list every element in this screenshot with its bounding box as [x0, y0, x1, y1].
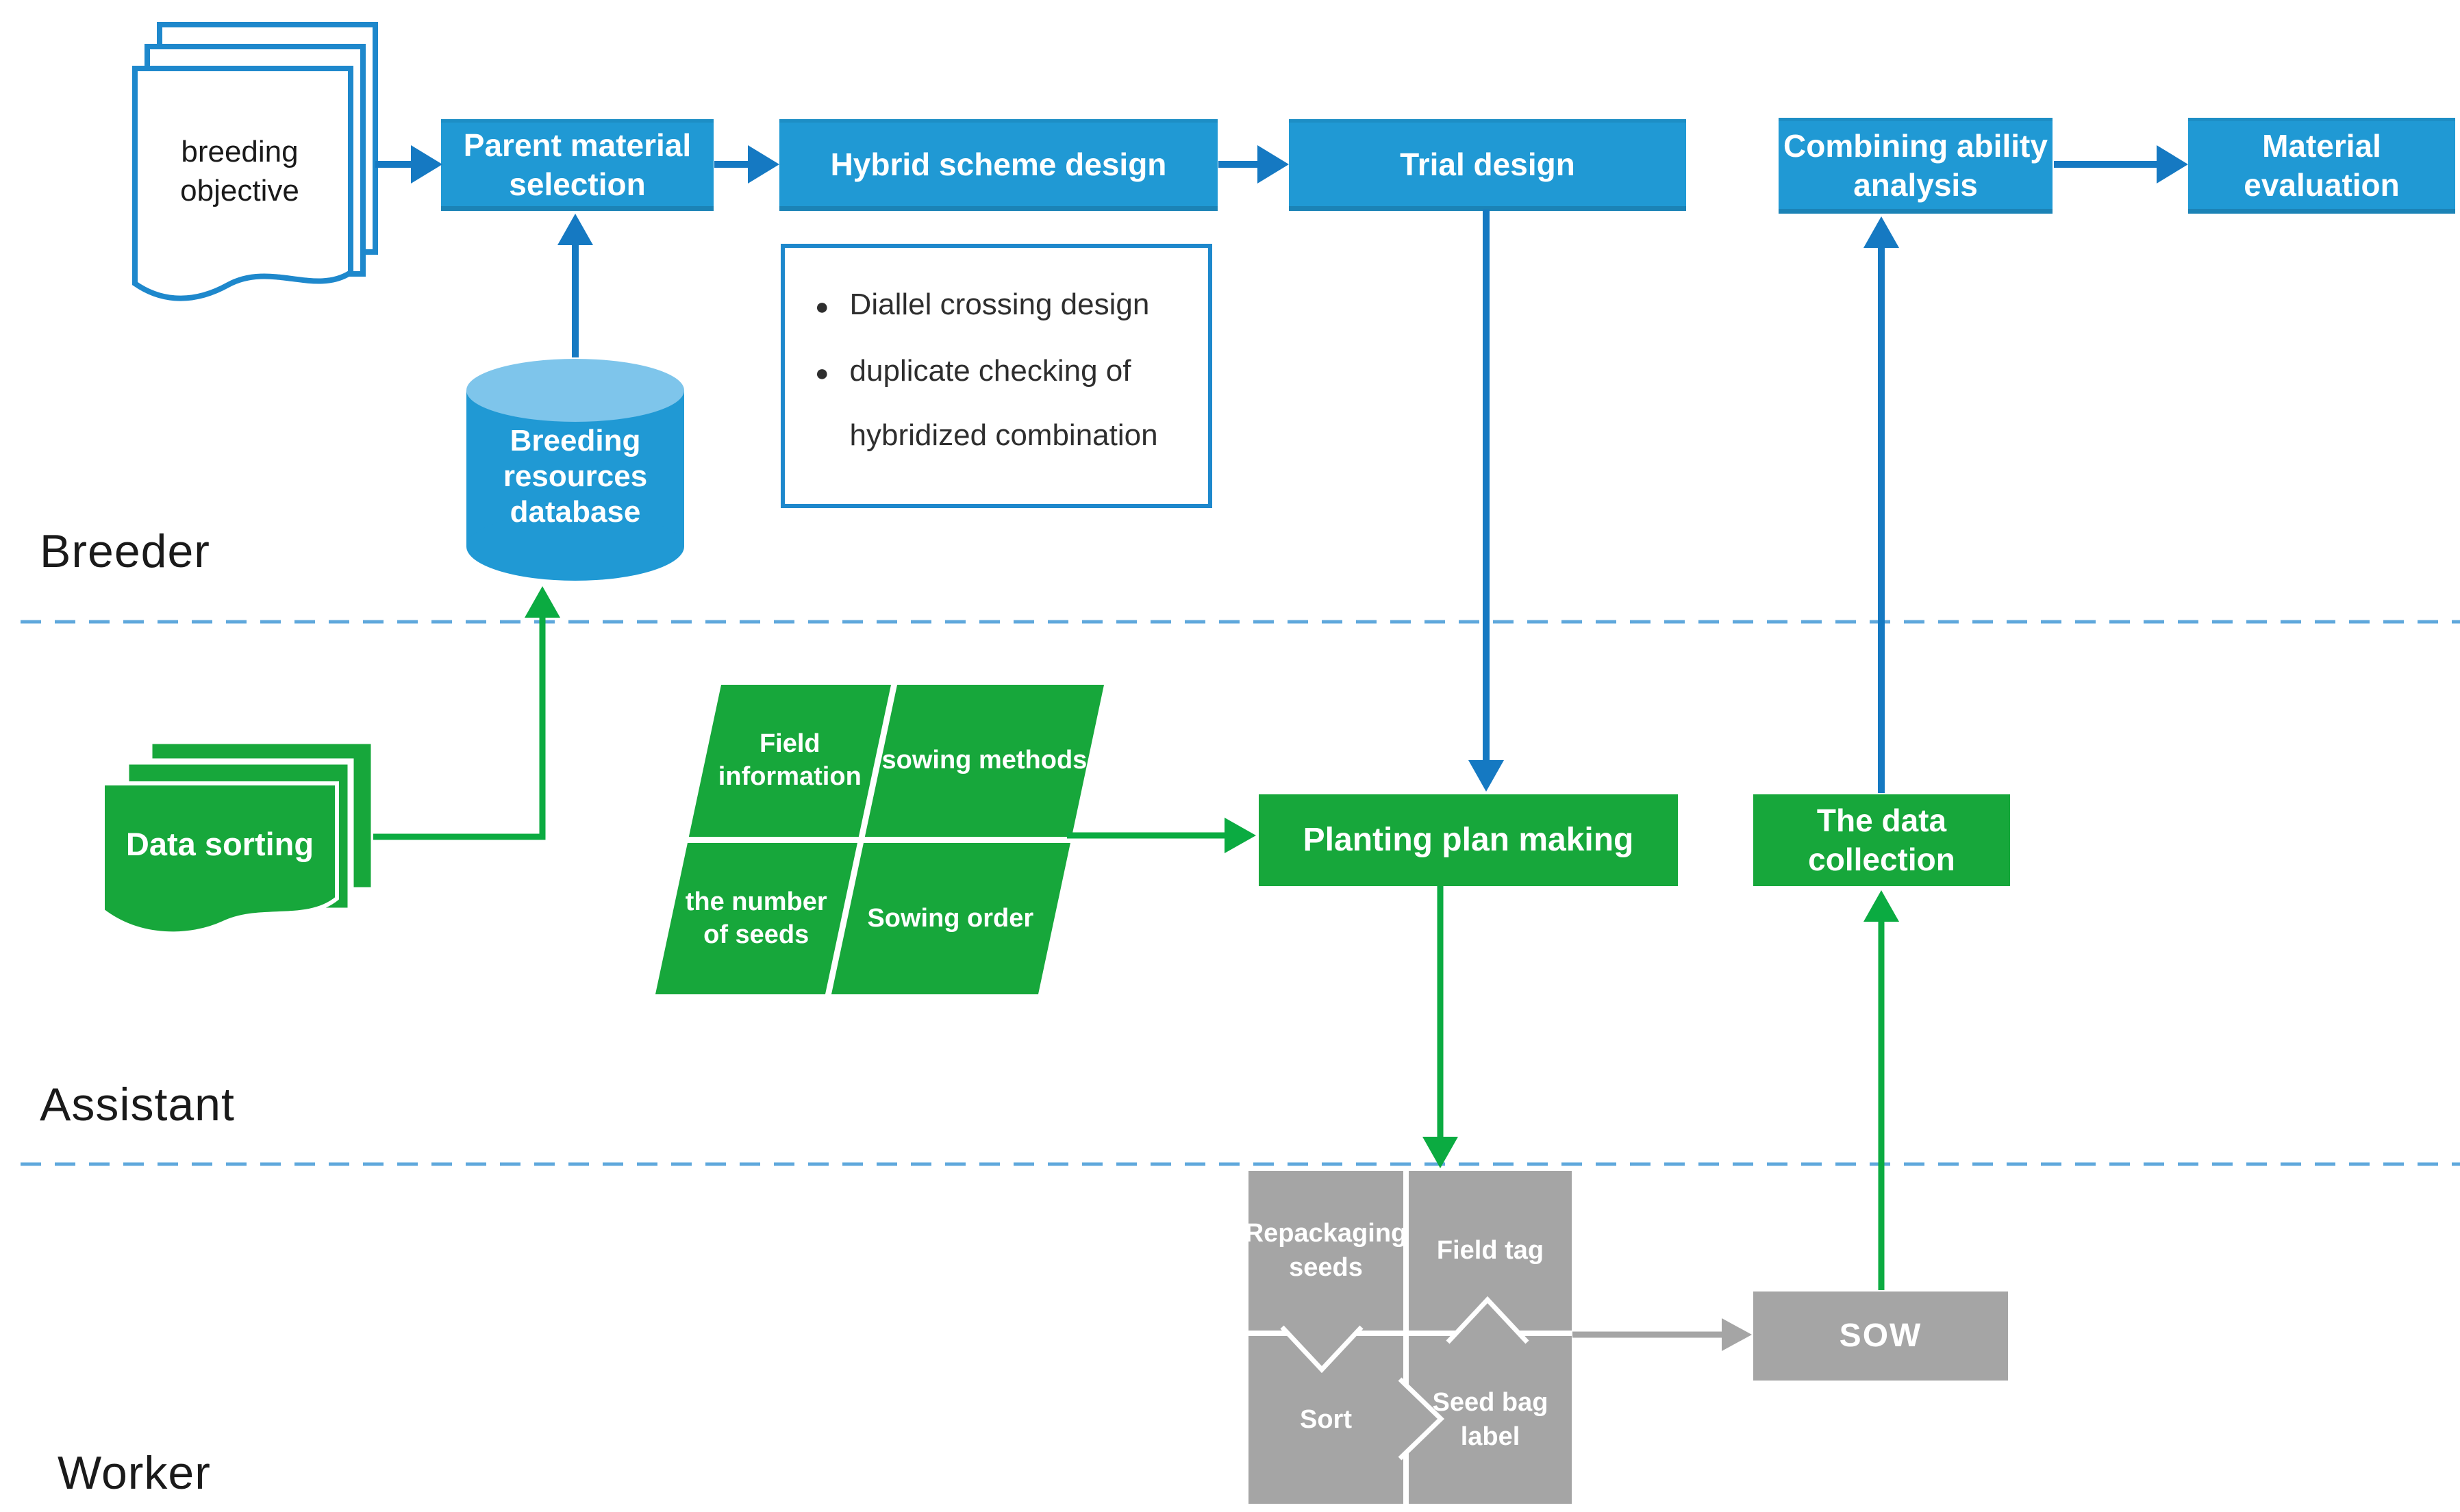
node-the-data-collection: The data collection	[1753, 794, 2010, 886]
arrow-collection-to-combining	[1863, 216, 1899, 793]
arrow-trial-to-planting	[1468, 210, 1504, 792]
note-box: ● Diallel crossing design ● duplicate ch…	[781, 244, 1212, 508]
chevron-up-icon	[1446, 1296, 1529, 1344]
note-text: Diallel crossing design	[849, 288, 1150, 321]
node-breeding-objective: breeding objective	[180, 134, 299, 207]
arrow-parent-to-hybrid	[714, 145, 779, 184]
node-planting-plan-making: Planting plan making	[1259, 794, 1678, 886]
chevron-down-icon	[1280, 1325, 1364, 1374]
note-text: duplicate checking of hybridized combina…	[849, 353, 1158, 453]
node-sow: SOW	[1753, 1292, 2008, 1381]
node-breeding-resources-database: Breeding resources database	[503, 424, 648, 529]
chevron-right-icon	[1398, 1377, 1445, 1461]
database-icon	[466, 359, 684, 581]
worker-task-grid: Repackaging seeds Field tag Sort Seed ba…	[1245, 1171, 1572, 1504]
arrow-tasks-to-sow	[1572, 1318, 1752, 1351]
node-sort: Sort	[1248, 1336, 1403, 1504]
note-item: ● duplicate checking of hybridized combi…	[811, 339, 1194, 468]
lane-label-assistant: Assistant	[40, 1079, 235, 1131]
node-combining-ability-analysis: Combining ability analysis	[1779, 118, 2053, 214]
arrow-objective-to-parent	[375, 145, 442, 184]
arrow-combining-to-material	[2054, 145, 2188, 184]
arrow-sow-to-collection	[1863, 890, 1899, 1290]
arrow-hybrid-to-trial	[1218, 145, 1289, 184]
node-repackaging-seeds: Repackaging seeds	[1245, 1171, 1407, 1331]
node-parent-material-selection: Parent material selection	[441, 119, 714, 211]
bullet-icon: ●	[815, 294, 829, 320]
arrow-datasorting-to-database	[373, 586, 560, 840]
arrow-planting-to-tasks	[1422, 886, 1458, 1168]
lane-label-breeder: Breeder	[40, 525, 210, 577]
arrow-inputs-to-planting	[1067, 818, 1256, 853]
bullet-icon: ●	[815, 360, 829, 386]
node-data-sorting: Data sorting	[125, 826, 314, 863]
note-item: ● Diallel crossing design	[811, 273, 1194, 338]
node-trial-design: Trial design	[1289, 119, 1686, 211]
node-hybrid-scheme-design: Hybrid scheme design	[779, 119, 1218, 211]
node-material-evaluation: Material evaluation	[2188, 118, 2455, 214]
green-document-stack-icon	[101, 738, 377, 936]
document-stack-icon	[132, 22, 378, 301]
lane-label-worker: Worker	[58, 1447, 211, 1499]
arrow-database-to-parent	[557, 214, 593, 357]
